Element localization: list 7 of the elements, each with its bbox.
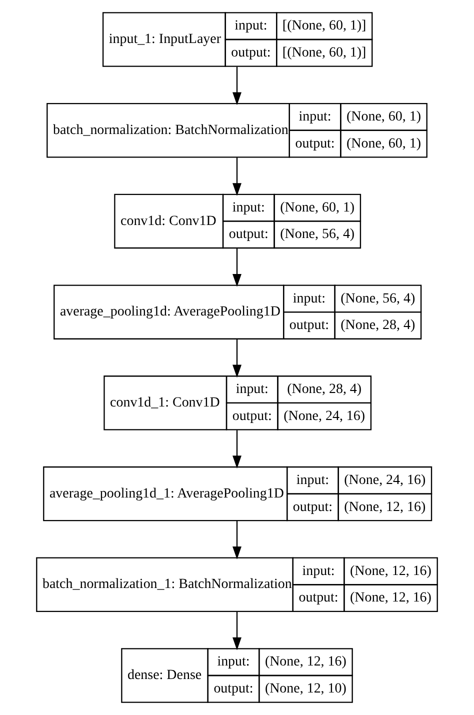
arrow [232,248,242,287]
arrow [232,612,242,650]
arrow [232,521,242,560]
arrow [232,66,242,106]
arrow [232,158,242,196]
arrow [232,339,242,378]
arrow [232,430,242,468]
